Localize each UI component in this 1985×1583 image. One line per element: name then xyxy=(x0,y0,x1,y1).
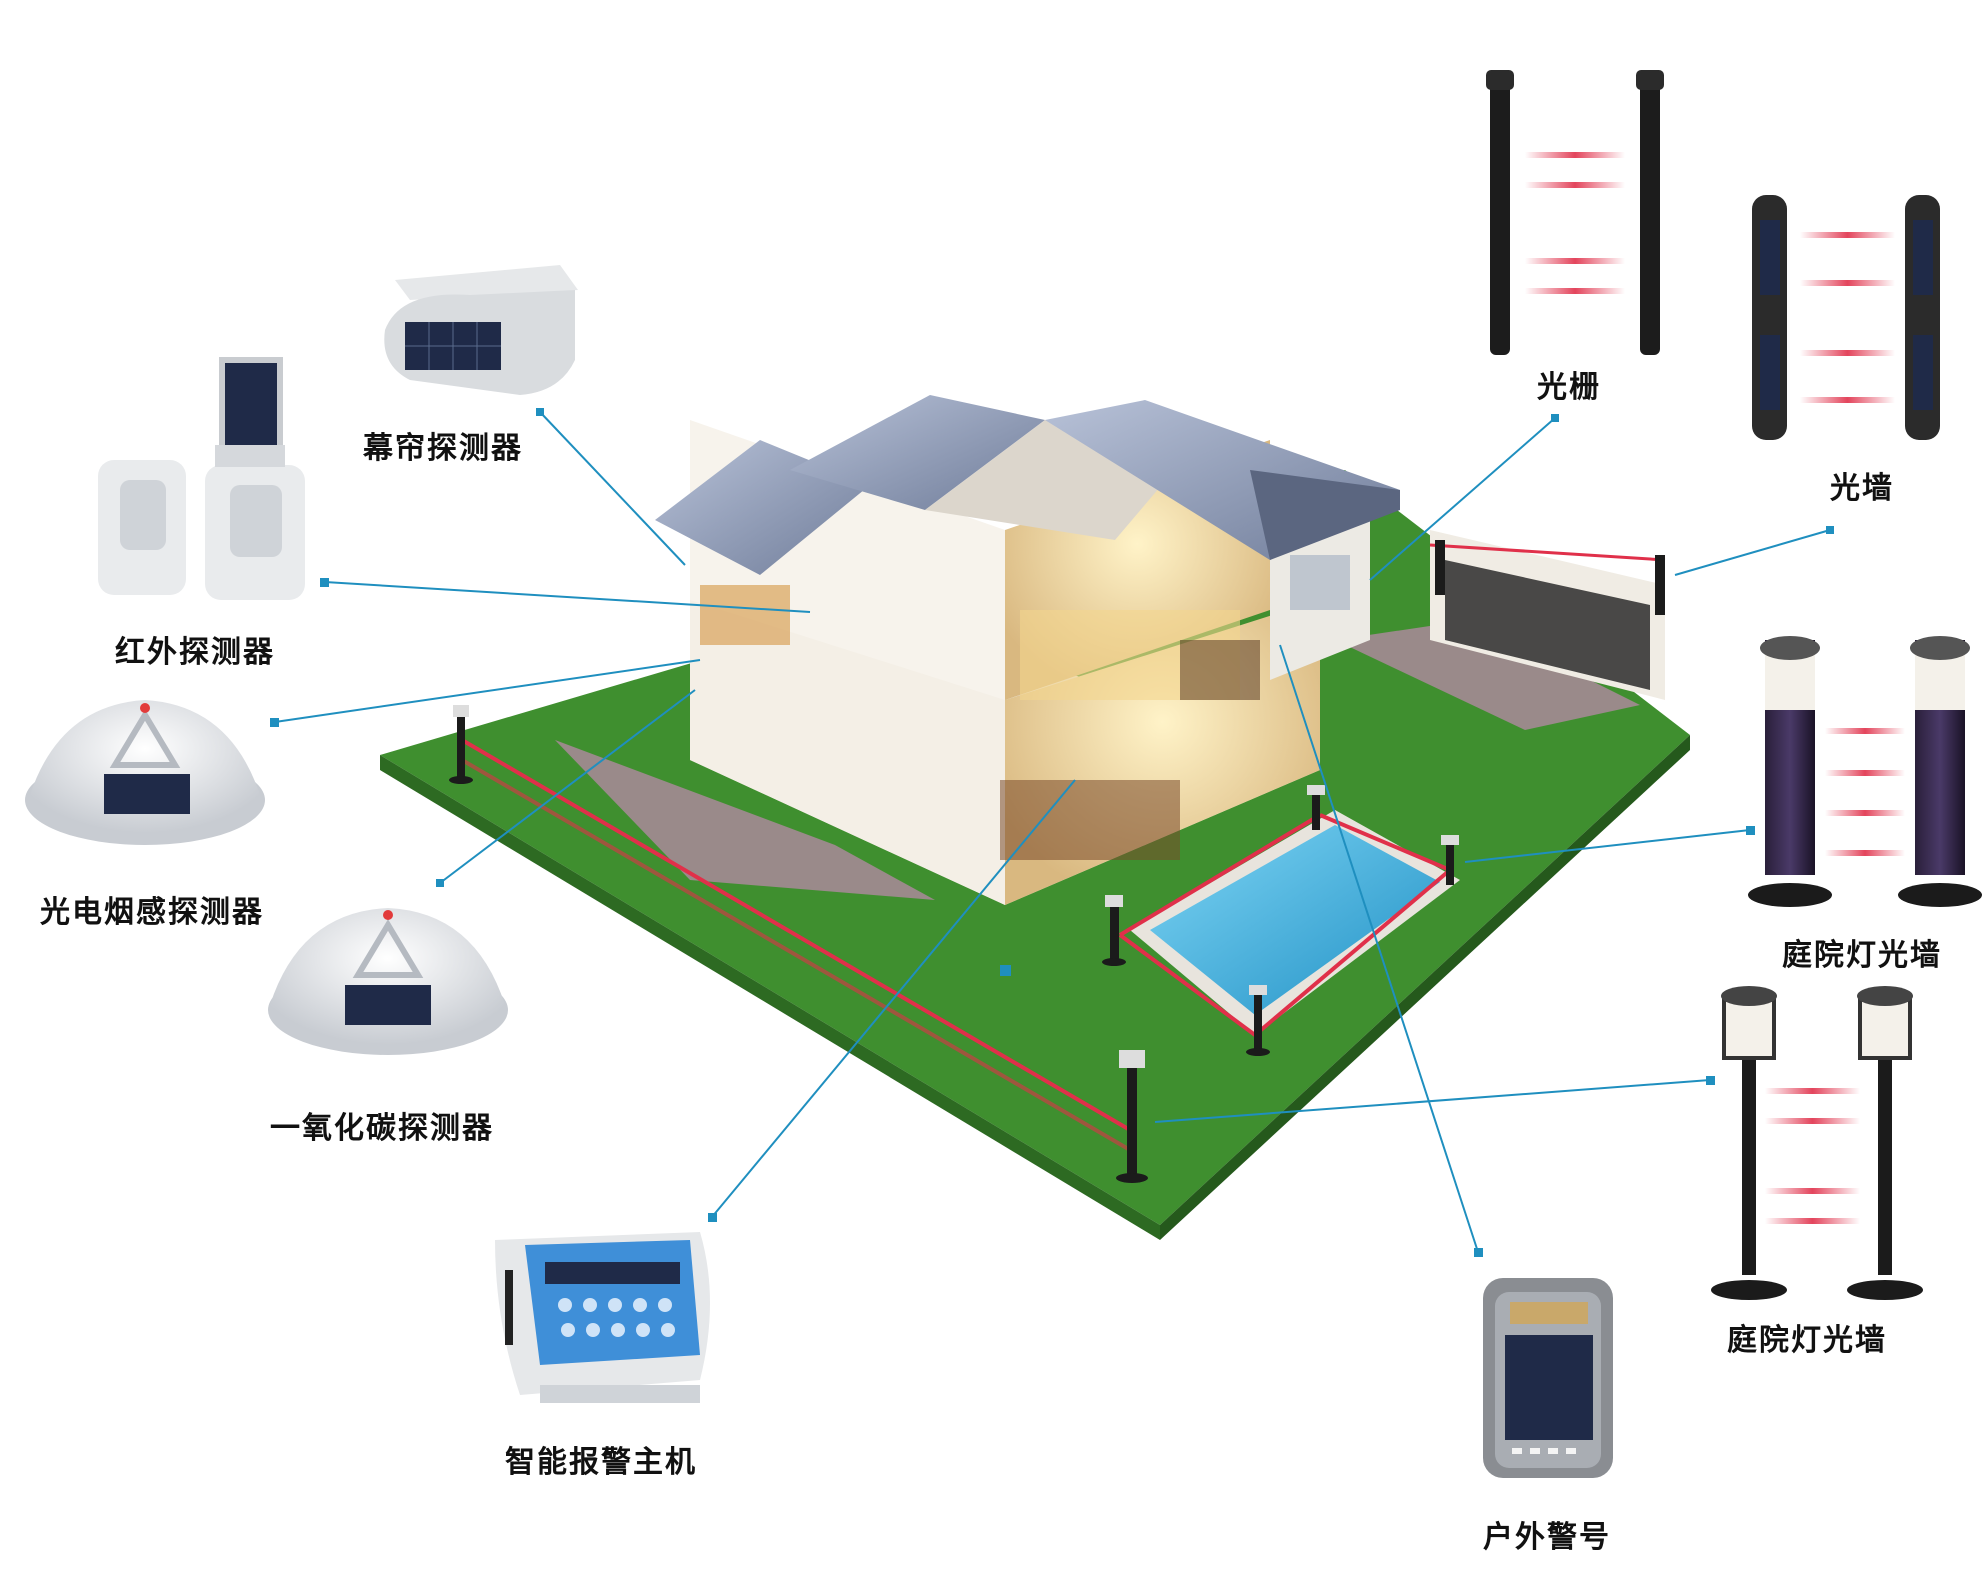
alarm-host-device xyxy=(495,1232,710,1403)
label-curtain-detector: 幕帘探测器 xyxy=(363,431,523,466)
label-garden-light-wall-2: 庭院灯光墙 xyxy=(1727,1323,1887,1358)
light-grating-device xyxy=(1486,70,1664,355)
label-alarm-host: 智能报警主机 xyxy=(505,1445,697,1480)
curtain-detector-device xyxy=(384,265,578,395)
garden-paths xyxy=(555,620,1640,900)
light-wall-device xyxy=(1752,195,1940,440)
label-outdoor-siren: 户外警号 xyxy=(1483,1520,1611,1555)
label-infrared-detector: 红外探测器 xyxy=(115,635,275,670)
house xyxy=(655,395,1400,905)
perimeter-beams xyxy=(460,738,1452,1152)
infrared-detector-device xyxy=(98,357,305,600)
label-light-wall: 光墙 xyxy=(1830,471,1894,506)
label-garden-light-wall-1: 庭院灯光墙 xyxy=(1782,938,1942,973)
connector-lines xyxy=(274,411,1831,1253)
label-light-grating: 光栅 xyxy=(1537,370,1601,405)
label-co-detector: 一氧化碳探测器 xyxy=(270,1111,494,1146)
lawn-posts xyxy=(449,705,1459,1183)
swimming-pool xyxy=(1130,810,1460,1035)
co-detector-device xyxy=(268,908,508,1055)
yard-gate xyxy=(1429,530,1666,700)
garden-light-wall-device-1 xyxy=(1748,636,1982,907)
garden-light-wall-device-2 xyxy=(1711,986,1923,1300)
connector-nodes xyxy=(270,408,1834,1257)
outdoor-siren-device xyxy=(1483,1278,1613,1478)
smoke-detector-device xyxy=(25,700,265,845)
label-smoke-detector: 光电烟感探测器 xyxy=(40,895,264,930)
